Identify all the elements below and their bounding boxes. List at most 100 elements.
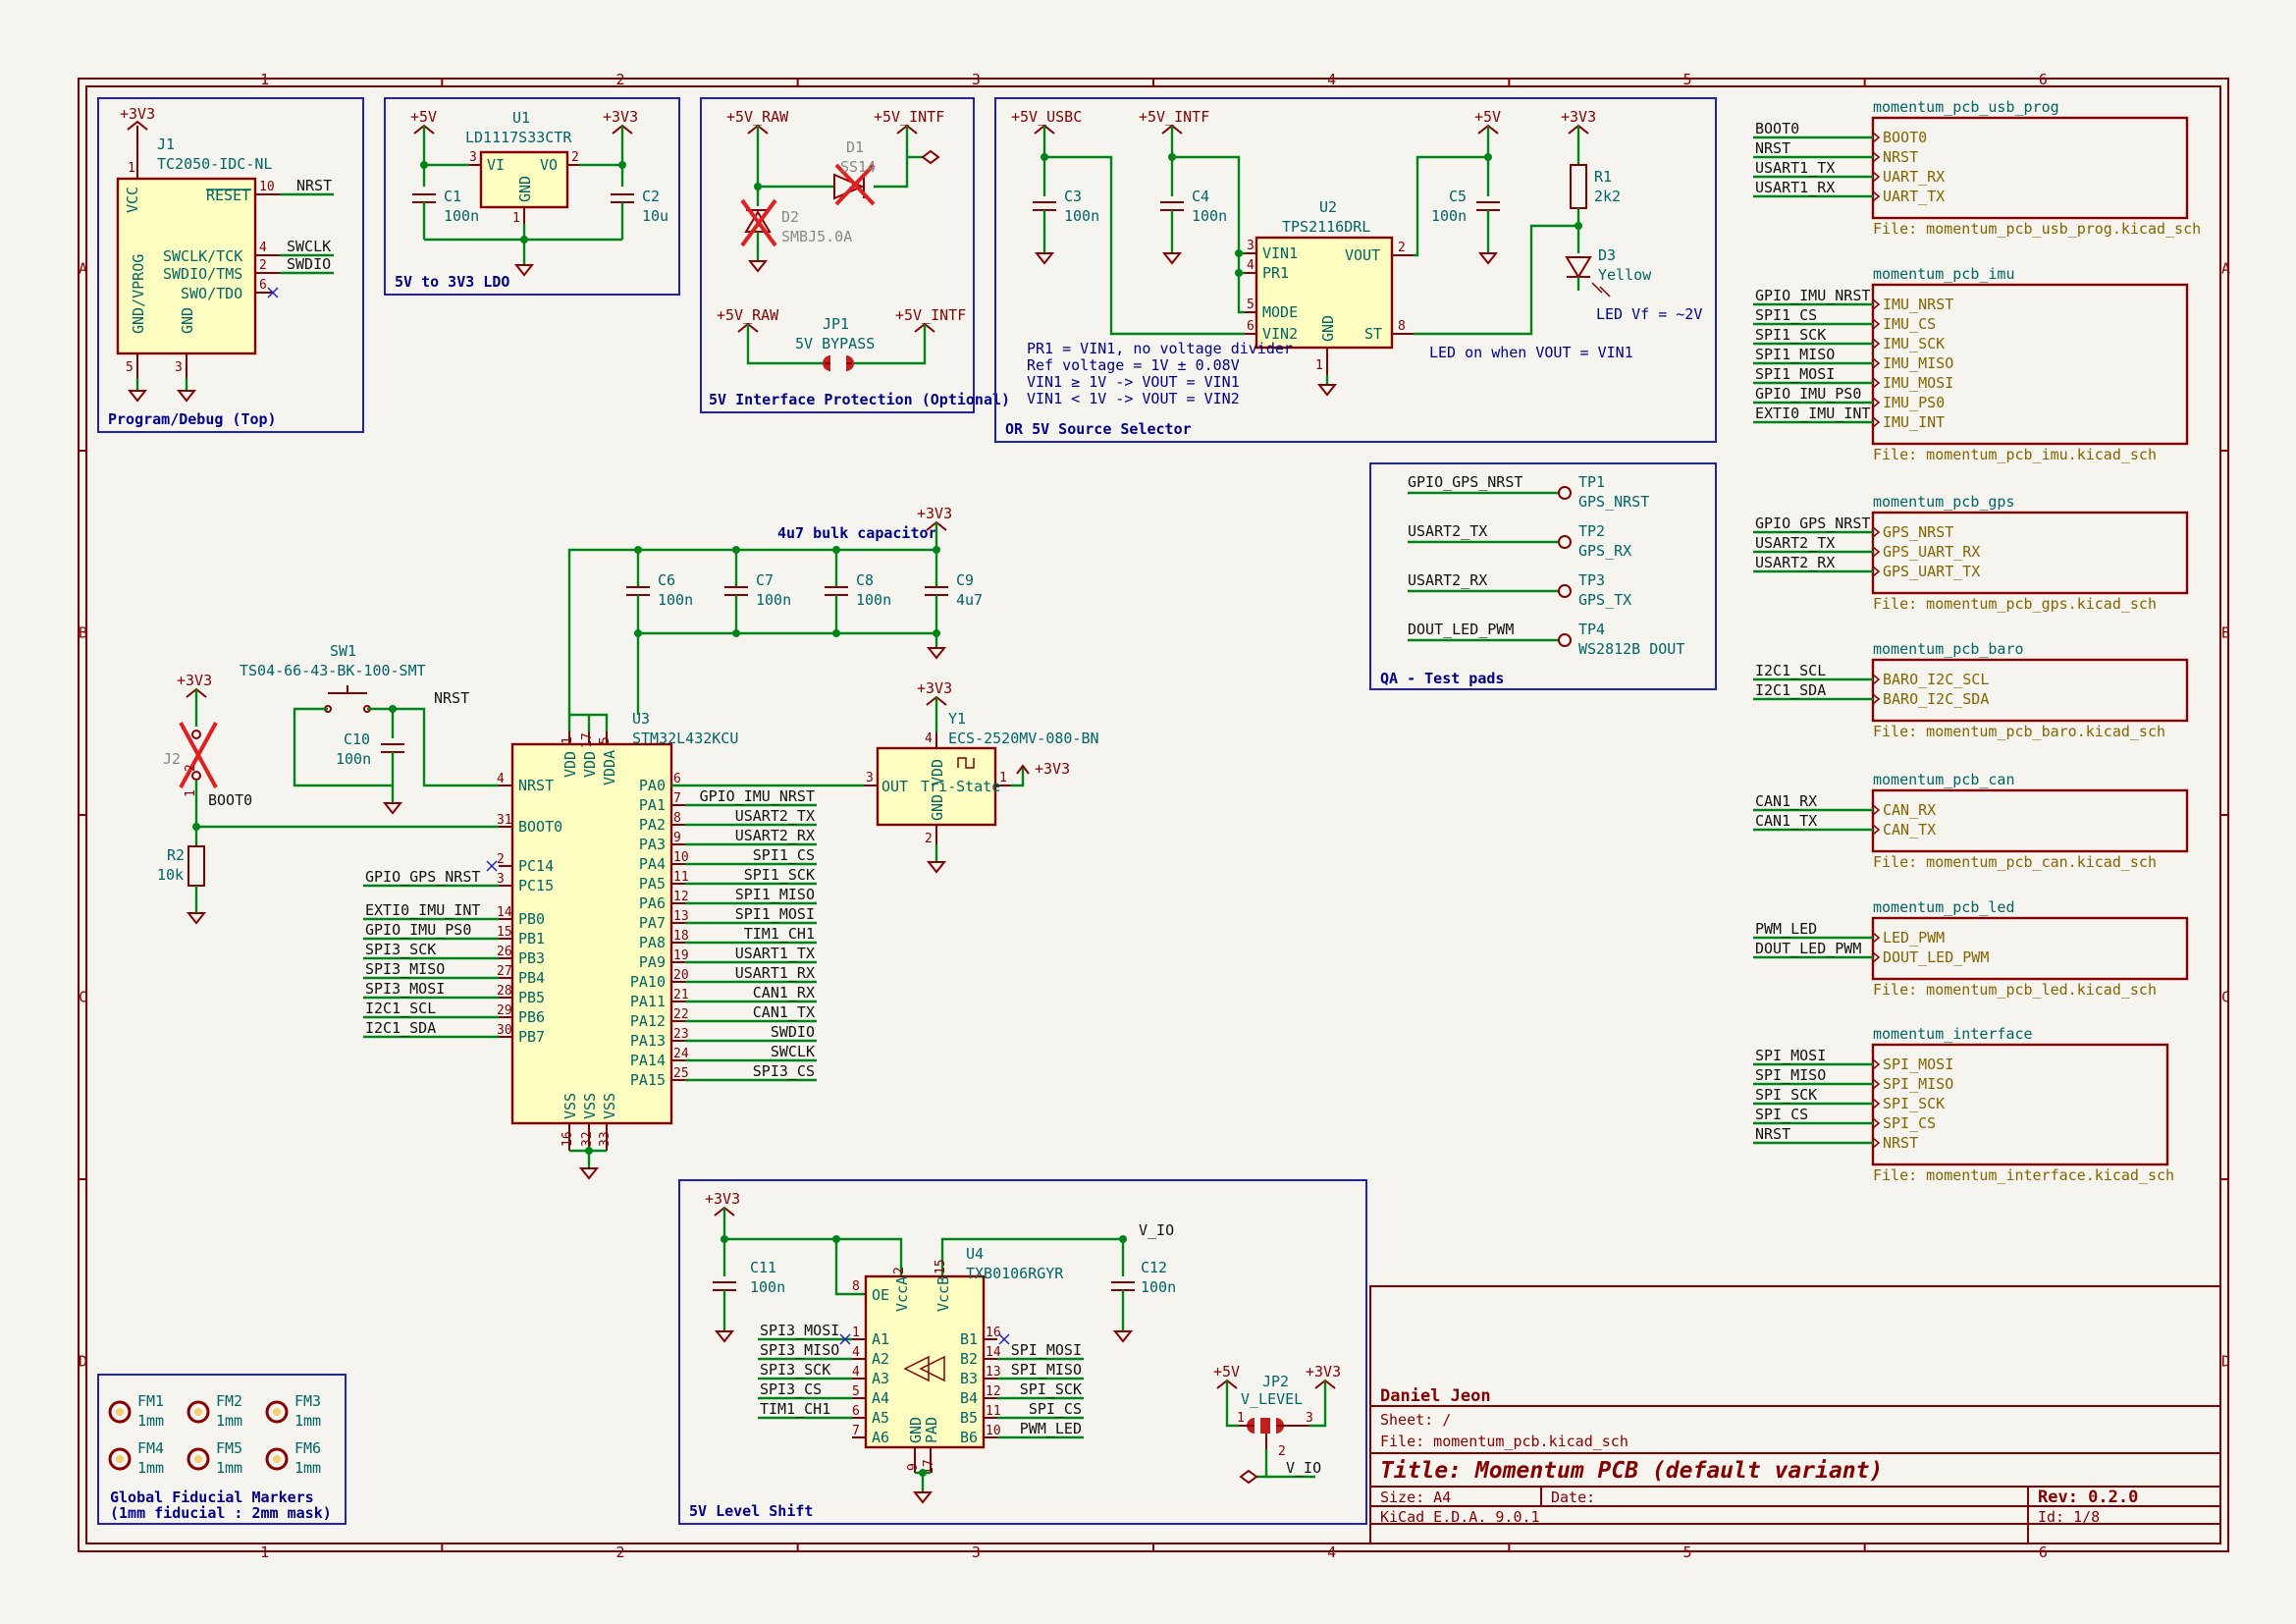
svg-text:1: 1 [512, 211, 520, 226]
u3-left-pin-3: PC15 [518, 877, 554, 894]
note-led-vf: LED Vf = ~2V [1596, 305, 1702, 323]
sheet-net-5-1: DOUT_LED_PWM [1755, 940, 1861, 957]
note-sel-2: Ref voltage = 1V ± 0.08V [1027, 356, 1240, 374]
frame-col-bottom-3: 3 [972, 1543, 981, 1561]
qa-tp-val-0: GPS_NRST [1578, 493, 1649, 511]
svg-text:+5V_RAW: +5V_RAW [717, 306, 779, 324]
u4-pin-gnd: GND [907, 1417, 925, 1443]
sheet-net-1-1: SPI1_CS [1755, 306, 1817, 324]
d3-ref: D3 [1598, 246, 1616, 264]
fiducial-icon [265, 1447, 289, 1471]
fiducial-icon [108, 1400, 132, 1424]
u3-right-num-4: 10 [673, 850, 689, 865]
sheet-net-0-2: USART1_TX [1755, 159, 1835, 177]
test-pad-icon [1558, 535, 1572, 549]
c11-value: 100n [750, 1278, 785, 1296]
sheet-pin-2-0: GPS_NRST [1883, 523, 1953, 541]
sheet-name-0: momentum_pcb_usb_prog [1873, 98, 2059, 116]
sheet-net-1-3: SPI1_MISO [1755, 346, 1835, 363]
group-title-level: 5V Level Shift [689, 1502, 813, 1520]
svg-text:+5V: +5V [1213, 1363, 1240, 1380]
svg-text:+5V_INTF: +5V_INTF [874, 108, 944, 126]
u4-left-pin-1: A2 [872, 1350, 889, 1368]
d1-value: SS14 [840, 158, 876, 176]
bulk-cap-ref-2: C8 [856, 571, 874, 589]
u4-right-num-1: 14 [986, 1345, 1001, 1360]
fiducial-val-1: 1mm [216, 1412, 242, 1430]
frame-row-left-C: C [79, 989, 87, 1006]
y1-ref: Y1 [948, 710, 966, 728]
sheet-pin-1-4: IMU_MOSI [1883, 374, 1953, 392]
group-title-protect: 5V Interface Protection (Optional) [709, 391, 1010, 408]
sheet-box-0[interactable] [1871, 116, 2189, 220]
u3-right-net-10: USART1_RX [735, 964, 815, 982]
frame-col-top-4: 4 [1327, 71, 1336, 88]
svg-text:+3V3: +3V3 [917, 505, 952, 522]
u3-right-num-14: 24 [673, 1047, 689, 1061]
u4-right-net-1: SPI_MOSI [1011, 1341, 1082, 1359]
c1-ref: C1 [444, 188, 461, 205]
group-title-selector: OR 5V Source Selector [1005, 420, 1192, 438]
group-title-fid1: Global Fiducial Markers [110, 1489, 314, 1506]
jp1-value: 5V BYPASS [795, 335, 875, 352]
u4-left-pin-4: A5 [872, 1409, 889, 1427]
sheet-box-3[interactable] [1871, 658, 2189, 723]
u2-pin-st: ST [1364, 325, 1382, 343]
svg-text:+5V: +5V [410, 108, 437, 126]
jp1-ref: JP1 [823, 315, 849, 333]
sheet-box-5[interactable] [1871, 916, 2189, 981]
svg-text:+3V3: +3V3 [1035, 760, 1070, 778]
r2-value: 10k [157, 866, 184, 884]
bulk-cap-val-1: 100n [756, 591, 791, 609]
svg-text:4: 4 [925, 731, 933, 746]
u3-right-pin-12: PA12 [630, 1012, 666, 1030]
u2-body [1255, 236, 1394, 350]
y1-pin-gnd: GND [929, 794, 946, 821]
u4-right-pin-1: B2 [960, 1350, 978, 1368]
sheet-box-4[interactable] [1871, 788, 2189, 853]
c12-value: 100n [1141, 1278, 1176, 1296]
qa-tp-val-1: GPS_RX [1578, 542, 1631, 560]
svg-text:9: 9 [906, 1463, 921, 1471]
svg-text:1: 1 [184, 789, 198, 797]
svg-text:2: 2 [184, 764, 198, 772]
svg-text:3: 3 [469, 150, 477, 165]
u4-left-net-4: TIM1_CH1 [760, 1400, 830, 1418]
u3-left-num-6: 26 [497, 945, 512, 959]
sheet-pin-0-3: UART_TX [1883, 188, 1945, 205]
no-connect-icon [998, 1333, 1010, 1345]
fiducial-val-0: 1mm [137, 1412, 164, 1430]
u3-right-pin-4: PA4 [639, 855, 666, 873]
sheet-net-1-2: SPI1_SCK [1755, 326, 1826, 344]
svg-text:+5V: +5V [1474, 108, 1501, 126]
u3-right-pin-8: PA8 [639, 934, 666, 951]
tb-company: Daniel Jeon [1380, 1386, 1491, 1406]
u3-left-num-2: 2 [497, 852, 505, 867]
group-title-bulk: 4u7 bulk capacitor [777, 524, 937, 542]
u3-left-num-4: 14 [497, 905, 512, 920]
j1-pin-swdio: SWDIO/TMS [163, 265, 242, 283]
sheet-file-4: File: momentum_pcb_can.kicad_sch [1873, 853, 2157, 871]
u3-right-num-0: 6 [673, 772, 681, 786]
fiducial-ref-2: FM3 [294, 1392, 321, 1410]
c10-value: 100n [336, 750, 371, 768]
u3-left-num-9: 29 [497, 1003, 512, 1018]
c1-value: 100n [444, 207, 479, 225]
u3-ref: U3 [632, 710, 650, 728]
c11-ref: C11 [750, 1259, 776, 1276]
frame-row-right-B: B [2221, 624, 2230, 642]
u3-left-pin-2: PC14 [518, 857, 554, 875]
u1-ref: U1 [512, 109, 530, 127]
j1-pin-swclk: SWCLK/TCK [163, 247, 242, 265]
frame-row-right-D: D [2221, 1353, 2230, 1371]
u4-left-net-0: SPI3_MOSI [760, 1322, 839, 1339]
svg-text:+3V3: +3V3 [1306, 1363, 1341, 1380]
svg-text:8: 8 [852, 1279, 860, 1294]
tb-rev: Rev: 0.2.0 [2038, 1488, 2138, 1507]
bulk-cap-ref-1: C7 [756, 571, 774, 589]
c5-value: 100n [1431, 207, 1467, 225]
r2-ref: R2 [167, 846, 185, 864]
fiducial-center-icon [194, 1408, 202, 1416]
sw1-ref: SW1 [330, 642, 356, 660]
